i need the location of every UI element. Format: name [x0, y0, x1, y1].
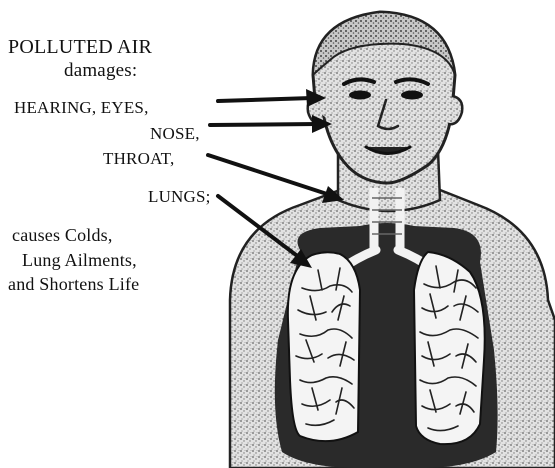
right-lung: [414, 252, 485, 444]
arrow-throat: [208, 155, 330, 195]
right-eye: [401, 91, 423, 100]
left-lung: [288, 252, 360, 441]
left-eye: [349, 91, 371, 100]
arrow-hearing-eyes: [218, 98, 312, 101]
arrow-nose: [210, 124, 318, 125]
